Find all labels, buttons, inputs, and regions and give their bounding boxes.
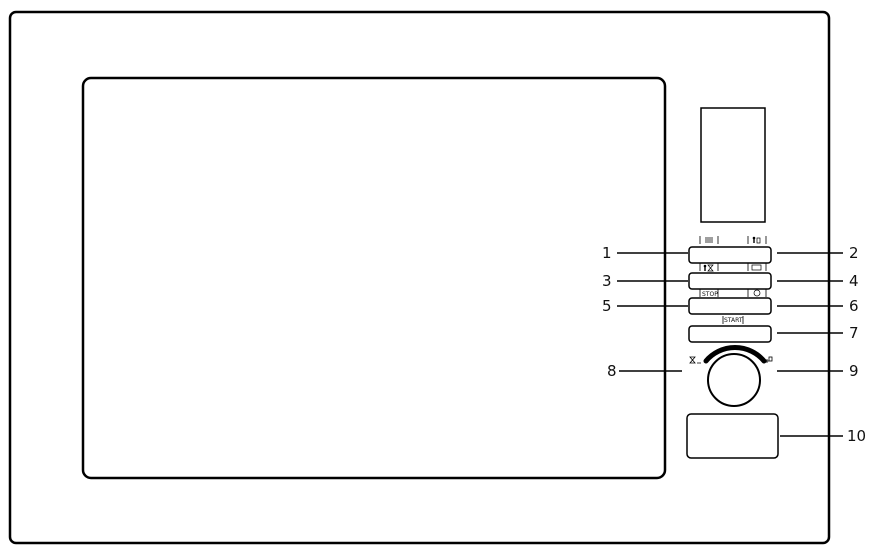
auto-cook-icon bbox=[751, 264, 762, 271]
callout-3: 3 bbox=[602, 272, 612, 290]
button-5-6[interactable] bbox=[688, 297, 772, 315]
callout-6: 6 bbox=[849, 297, 859, 315]
callout-5: 5 bbox=[602, 297, 612, 315]
hourglass-icon bbox=[689, 356, 701, 364]
start-label: START bbox=[724, 317, 743, 324]
stop-label: STOP bbox=[702, 291, 718, 298]
control-knob[interactable] bbox=[707, 353, 761, 407]
clock-icon bbox=[753, 289, 761, 297]
callout-4: 4 bbox=[849, 272, 859, 290]
start-button[interactable] bbox=[688, 325, 772, 343]
weight-icon bbox=[765, 356, 773, 363]
callout-7: 7 bbox=[849, 324, 859, 342]
button-1-2[interactable] bbox=[688, 246, 772, 264]
callout-1: 1 bbox=[602, 244, 612, 262]
callout-8: 8 bbox=[607, 362, 617, 380]
grill-icon bbox=[752, 236, 761, 244]
callout-2: 2 bbox=[849, 244, 859, 262]
knob-arc bbox=[703, 345, 767, 364]
microwave-waves-icon bbox=[705, 237, 713, 243]
door-release-button[interactable] bbox=[686, 413, 779, 459]
display bbox=[700, 107, 766, 223]
callout-9: 9 bbox=[849, 362, 859, 380]
outer-frame bbox=[8, 10, 831, 545]
defrost-icon bbox=[703, 264, 714, 272]
button-3-4[interactable] bbox=[688, 272, 772, 290]
callout-10: 10 bbox=[847, 427, 866, 445]
door-window bbox=[81, 76, 667, 480]
